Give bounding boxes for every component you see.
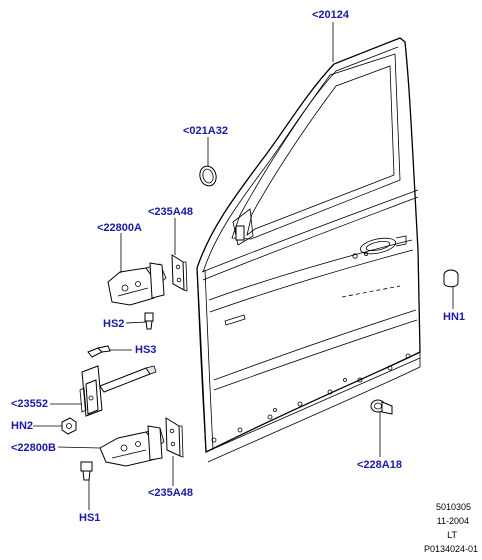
flange-holes	[211, 353, 411, 443]
label-hn1-nut: HN1	[443, 311, 466, 323]
door-check-arm	[79, 365, 157, 417]
label-hs1-bolt: HS1	[79, 512, 101, 524]
upper-hinge-bracket	[171, 254, 188, 292]
hs2-bolt	[144, 312, 154, 330]
hn2-nut	[61, 417, 77, 435]
label-upper-hinge-bracket: <235A48	[148, 206, 193, 218]
footer-ref: P0134024-01	[423, 544, 478, 554]
label-door-shell: <20124	[312, 9, 350, 21]
lower-hinge-bracket	[165, 417, 184, 458]
label-plug: <021A32	[183, 125, 228, 137]
footer-code: 5010305	[435, 502, 471, 512]
label-upper-hinge: <22800A	[97, 222, 142, 234]
footer-side: LT	[447, 530, 457, 540]
hs3-bolt	[87, 345, 111, 358]
plug-part	[199, 165, 217, 187]
label-check-arm: <23552	[11, 398, 49, 410]
label-hs3-bolt: HS3	[135, 344, 157, 356]
label-hn2-nut: HN2	[11, 420, 34, 432]
hn1-nut	[443, 269, 459, 288]
door-shell	[196, 37, 421, 463]
upper-hinge	[107, 262, 167, 306]
leader-lines	[33, 22, 454, 510]
footer-date: 11-2004	[436, 516, 469, 526]
bumper-part	[370, 399, 393, 415]
label-lower-hinge-bracket: <235A48	[148, 487, 193, 499]
label-hs2-bolt: HS2	[103, 318, 125, 330]
hs1-bolt	[80, 461, 93, 481]
label-lower-hinge: <22800B	[11, 442, 56, 454]
lower-hinge	[99, 425, 165, 467]
label-bumper: <228A18	[357, 459, 402, 471]
